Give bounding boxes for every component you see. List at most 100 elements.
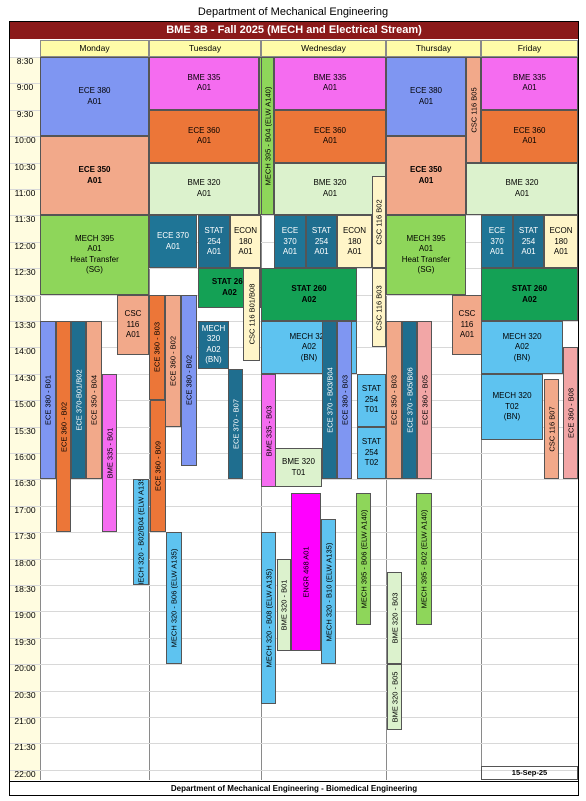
class-line: MECH 320 [289,331,329,341]
class-line: A02 [301,342,317,352]
class-line: Heat Transfer [401,254,451,264]
class-line: A02 [522,294,537,304]
class-line: A01 [196,136,212,146]
class-line: BME 320 [505,178,539,188]
class-line: ECE 370 [281,226,299,246]
lab-block-v_wed_mech395_b04: MECH 395 - B04 (ELW A140) [261,57,274,216]
class-line: ECE 360 [313,125,347,135]
lab-label: CSC 116 B03 [374,285,384,331]
lab-block-v_wed_ece370_b03b04: ECE 370 - B03/B04 [322,321,337,480]
class-line: ECE [488,226,506,236]
class-line: ECE 380 [409,86,443,96]
lab-block-v_mon_ece350_b04: ECE 350 - B04 [86,321,102,480]
class-line: A01 [553,247,569,257]
lab-label: BME 335 - B01 [105,427,114,479]
class-line: A01 [418,244,434,254]
lab-block-v_wed_mech395_b06: MECH 395 - B06 (ELW A140) [356,492,371,625]
time-label: 10:00 [14,135,36,146]
class-line: (SG) [86,265,103,275]
department-title: Department of Mechanical Engineering [197,6,389,18]
day-header-tuesday: Tuesday [149,40,261,57]
class-line: T01 [364,405,379,415]
row-line [10,769,578,771]
lab-label: ECE 350 - B04 [89,375,99,426]
lab-block-v_tue_csc116_b01b08: CSC 116 B01/B08 [243,268,260,361]
row-line [10,664,578,666]
lab-block-v_wed_ece380_b03: ECE 380 - B03 [337,321,352,480]
lab-label: ECE 370-B01/B02 [74,369,83,431]
lab-label: MECH 395 - B04 (ELW A140) [263,86,272,186]
time-label: 17:30 [14,531,36,542]
time-label: 17:00 [14,504,36,515]
time-label: 20:30 [14,689,36,700]
lab-label: ECE 360 - B05 [420,375,429,426]
time-label: 19:00 [14,610,36,621]
time-label: 12:00 [14,240,36,251]
class-line: STAT [361,437,382,447]
lab-block-v_thu_ece360_b05: ECE 360 - B05 [417,321,432,480]
class-line: 116 [460,319,474,329]
class-line: 254 [314,236,329,246]
time-label: 16:00 [14,452,36,462]
lab-block-v_thu_bme320_b03: BME 320 - B03 [387,571,402,665]
class-line: 254 [521,236,536,246]
lab-block-v_wed_bme320_b01: BME 320 - B01 [277,558,291,651]
lab-label: ECE 360 - B02 [168,335,178,386]
lab-block-v_wed_csc116_b03: CSC 116 B03 [372,268,386,348]
lab-block-v_wed_csc116_b02: CSC 116 B02 [372,175,386,269]
lab-label: MECH 320 - B06 (ELW A135) [169,548,179,648]
time-label: 14:30 [14,372,36,383]
class-line: A01 [522,136,537,146]
class-line: MECH 320 [492,391,532,401]
class-line: 320 [206,334,221,344]
class-line: A01 [125,330,141,340]
lab-label: BME 320 - B03 [390,592,399,644]
lab-label: BME 320 - B05 [390,671,399,723]
row-line [10,373,578,375]
lab-label: MECH 320 - B10 (ELW A135) [324,542,333,641]
lab-label: CSC 116 B02 [374,199,384,245]
lab-block-v_tue_mech320_b06: MECH 320 - B06 (ELW A135) [166,532,182,665]
row-line [10,426,578,428]
lab-block-v_thu_mech395_b02: MECH 395 - B02 (ELW A140) [416,492,432,625]
time-label: 16:30 [14,478,36,489]
class-line: 116 [126,319,140,329]
day-header-monday: Monday [40,40,149,57]
class-line: A01 [459,330,475,340]
lab-block-v_wed_mech320_b10: MECH 320 - B10 (ELW A135) [321,519,336,665]
lab-label: MECH 395 - B02 (ELW A140) [419,509,429,608]
lab-block-v_tue_ece360_b02: ECE 360 - B02 [165,294,181,427]
class-line: 254 [364,394,379,404]
class-line: STAT 260 [211,277,248,287]
time-label: 13:30 [14,320,36,330]
lab-label: ECE 360 - B02 [59,401,68,452]
time-label: 20:00 [14,663,36,674]
class-line: 254 [207,236,221,246]
time-label: 13:00 [14,293,36,304]
class-line: MECH 395 [406,233,446,243]
time-label: 14:00 [14,346,36,357]
lab-block-v_tue_ece360_b09: ECE 360 - B09 [150,400,166,533]
lab-block-v_mon_bme335_b01: BME 335 - B01 [102,373,117,533]
class-line: ECE 370 [156,231,190,241]
class-line: A01 [322,136,338,146]
